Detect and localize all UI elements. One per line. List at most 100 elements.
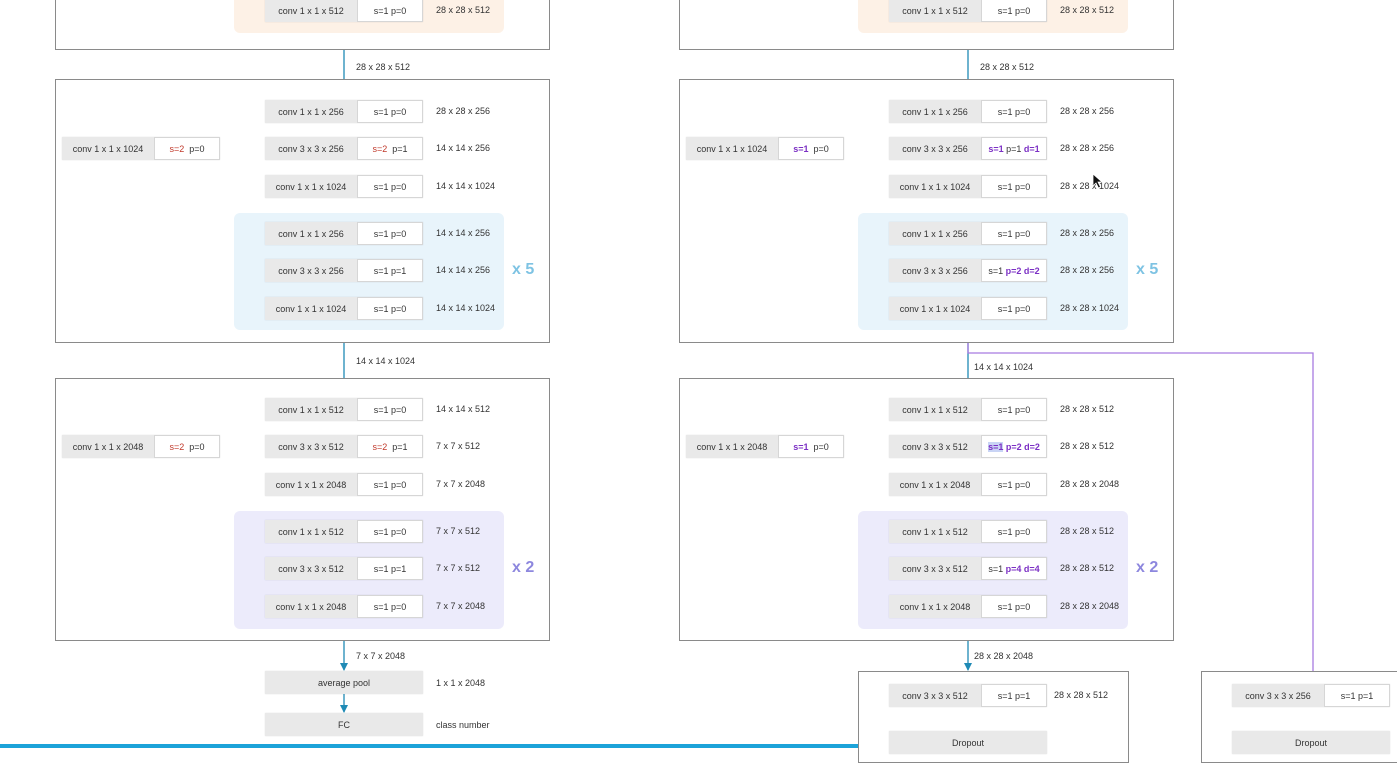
left-stage3-dim-2: 14 x 14 x 256 (436, 143, 491, 153)
block-params: s=1 p=0 (981, 175, 1047, 198)
block-op: conv 1 x 1 x 1024 (889, 175, 981, 198)
block-params: s=1 p=0 (981, 595, 1047, 618)
right-head-dim: 28 x 28 x 512 (1054, 690, 1109, 700)
block-params: s=1 p=1 d=1 (981, 137, 1047, 160)
left-stage3-dim-6: 14 x 14 x 1024 (436, 303, 496, 313)
block-op: Dropout (951, 737, 985, 748)
block-op: conv 1 x 1 x 256 (265, 100, 357, 123)
right-stage3-block-4: conv 1 x 1 x 256 s=1 p=0 (889, 222, 1047, 245)
block-params: s=1 p=0 (357, 100, 423, 123)
block-params: s=2 p=0 (154, 435, 220, 458)
right-stage3-shortcut: conv 1 x 1 x 1024 s=1 p=0 (686, 137, 844, 160)
stride: s=1 (793, 441, 809, 452)
padding: p=1 (392, 441, 408, 452)
left-stage4-block-5: conv 3 x 3 x 512 s=1 p=1 (265, 557, 423, 580)
left-pool-dim: 1 x 1 x 2048 (436, 678, 486, 688)
block-op: conv 3 x 3 x 512 (265, 435, 357, 458)
aux-branch-line (967, 342, 1317, 684)
padding: p=1 (392, 143, 408, 154)
block-params: s=1 p=1 (1324, 684, 1390, 707)
left-average-pool: average pool (265, 671, 423, 694)
left-stage3-dim-4: 14 x 14 x 256 (436, 228, 491, 238)
padding: p=0 (813, 143, 829, 154)
left-stage3-block-2: conv 3 x 3 x 256 s=2 p=1 (265, 137, 423, 160)
stride: s=1 (988, 563, 1004, 574)
block-op: conv 1 x 1 x 512 (889, 398, 981, 421)
dilation: d=1 (1023, 143, 1040, 154)
block-params: s=1 p=0 (981, 100, 1047, 123)
block-op: conv 1 x 1 x 512 (265, 520, 357, 543)
right-stage4-dim-3: 28 x 28 x 2048 (1060, 479, 1120, 489)
block-params: s=1 p=0 (357, 473, 423, 496)
block-params: s=1 p=0 (981, 0, 1047, 22)
block-params: s=1 p=2 d=2 (981, 435, 1047, 458)
block-op: average pool (317, 677, 371, 688)
stride: s=2 (372, 441, 388, 452)
left-stage4-repeat-count: x 2 (512, 559, 535, 576)
right-top-block: conv 1 x 1 x 512 s=1 p=0 (889, 0, 1047, 22)
right-between-3: 28 x 28 x 2048 (974, 651, 1034, 661)
block-op: conv 1 x 1 x 512 (265, 0, 357, 22)
block-params: s=1 p=1 (357, 259, 423, 282)
left-stage3-dim-5: 14 x 14 x 256 (436, 265, 491, 275)
block-op: conv 1 x 1 x 2048 (889, 473, 981, 496)
left-stage3-repeat-count: x 5 (512, 261, 535, 278)
left-stage4-dim-4: 7 x 7 x 512 (436, 526, 481, 536)
block-params: s=1 p=0 (981, 297, 1047, 320)
left-stage4-dim-1: 14 x 14 x 512 (436, 404, 491, 414)
right-stage4-block-6: conv 1 x 1 x 2048 s=1 p=0 (889, 595, 1047, 618)
block-params: s=1 p=1 (357, 557, 423, 580)
block-params: s=2 p=1 (357, 435, 423, 458)
right-head-conv: conv 3 x 3 x 512 s=1 p=1 (889, 684, 1047, 707)
block-params: s=1 p=0 (981, 398, 1047, 421)
padding: p=0 (189, 143, 205, 154)
block-op: conv 3 x 3 x 512 (889, 684, 981, 707)
right-stage4-shortcut: conv 1 x 1 x 2048 s=1 p=0 (686, 435, 844, 458)
left-top-block: conv 1 x 1 x 512 s=1 p=0 (265, 0, 423, 22)
block-op: conv 1 x 1 x 1024 (265, 175, 357, 198)
right-top-dim: 28 x 28 x 512 (1060, 5, 1115, 15)
dilation: d=2 (1024, 441, 1040, 452)
block-params: s=1 p=0 (778, 435, 844, 458)
right-stage4-block-4: conv 1 x 1 x 512 s=1 p=0 (889, 520, 1047, 543)
block-params: s=1 p=0 (778, 137, 844, 160)
left-stage3-block-6: conv 1 x 1 x 1024 s=1 p=0 (265, 297, 423, 320)
block-op: conv 3 x 3 x 512 (265, 557, 357, 580)
stride: s=1 (988, 143, 1004, 154)
right-stage4-dim-1: 28 x 28 x 512 (1060, 404, 1115, 414)
right-between-2: 14 x 14 x 1024 (974, 362, 1034, 372)
right-stage3-dim-6: 28 x 28 x 1024 (1060, 303, 1120, 313)
right-stage3-block-2: conv 3 x 3 x 256 s=1 p=1 d=1 (889, 137, 1047, 160)
right-stage4-block-2: conv 3 x 3 x 512 s=1 p=2 d=2 (889, 435, 1047, 458)
block-op: conv 3 x 3 x 256 (265, 137, 357, 160)
block-op: conv 1 x 1 x 2048 (265, 595, 357, 618)
right-stage3-repeat-count: x 5 (1136, 261, 1159, 278)
left-stage3-block-4: conv 1 x 1 x 256 s=1 p=0 (265, 222, 423, 245)
right-stage3-block-6: conv 1 x 1 x 1024 s=1 p=0 (889, 297, 1047, 320)
block-params: s=1 p=4 d=4 (981, 557, 1047, 580)
left-stage4-block-3: conv 1 x 1 x 2048 s=1 p=0 (265, 473, 423, 496)
padding: p=1 (1006, 143, 1022, 154)
stride: s=2 (372, 143, 388, 154)
block-op: conv 3 x 3 x 256 (1232, 684, 1324, 707)
block-params: s=2 p=1 (357, 137, 423, 160)
left-stage3-block-1: conv 1 x 1 x 256 s=1 p=0 (265, 100, 423, 123)
left-stage4-dim-2: 7 x 7 x 512 (436, 441, 481, 451)
block-params: s=1 p=0 (357, 398, 423, 421)
block-op: conv 3 x 3 x 256 (265, 259, 357, 282)
left-stage4-shortcut: conv 1 x 1 x 2048 s=2 p=0 (62, 435, 220, 458)
left-stage4-dim-5: 7 x 7 x 512 (436, 563, 481, 573)
stride-selected[interactable]: s=1 (988, 441, 1004, 452)
right-stage4-block-1: conv 1 x 1 x 512 s=1 p=0 (889, 398, 1047, 421)
block-op: FC (338, 719, 350, 730)
dilation: d=2 (1023, 265, 1040, 276)
block-op: conv 3 x 3 x 256 (889, 259, 981, 282)
stride: s=2 (169, 143, 185, 154)
block-op: conv 3 x 3 x 512 (889, 557, 981, 580)
block-params: s=1 p=0 (357, 222, 423, 245)
right-stage4-repeat-count: x 2 (1136, 559, 1159, 576)
right-stage3-block-3: conv 1 x 1 x 1024 s=1 p=0 (889, 175, 1047, 198)
left-stage4-block-6: conv 1 x 1 x 2048 s=1 p=0 (265, 595, 423, 618)
stride: s=2 (169, 441, 185, 452)
left-stage4-block-2: conv 3 x 3 x 512 s=2 p=1 (265, 435, 423, 458)
